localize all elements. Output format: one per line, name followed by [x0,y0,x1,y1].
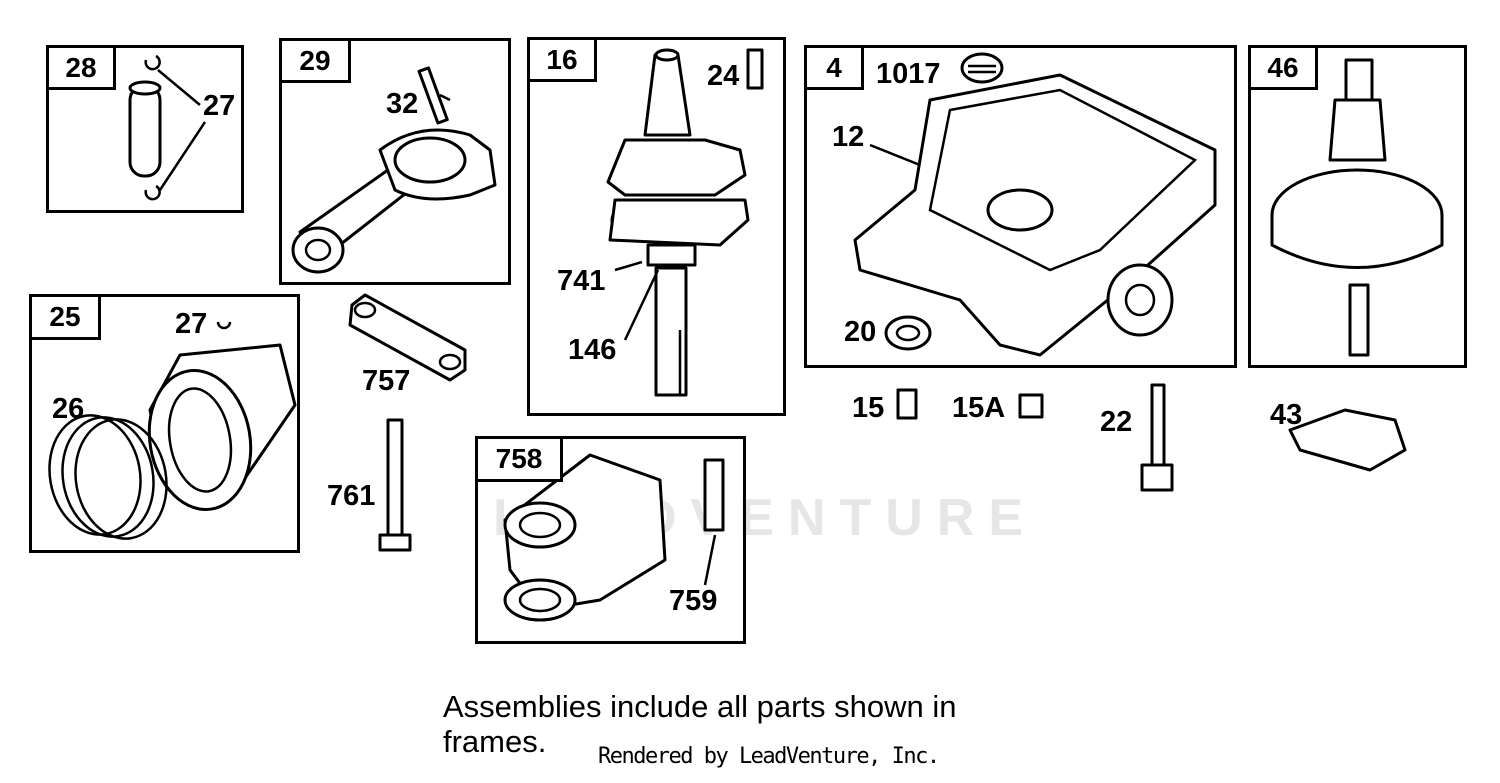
frame-46-tag: 46 [1248,45,1318,90]
frame-16: 16 [527,37,786,416]
part-label-32: 32 [386,88,419,120]
frame-28: 28 [46,45,244,213]
frame-28-tag: 28 [46,45,116,90]
piston-pin-drawing [128,54,207,201]
frame-4: 4 [804,45,1237,368]
part-label-761: 761 [327,480,376,512]
part-label-759: 759 [669,585,718,617]
crankcase-cover-drawing [853,52,1217,357]
frame-29: 29 [279,38,511,285]
part-label-20: 20 [844,316,877,348]
part-label-757: 757 [362,365,411,397]
shoulder-bolt-drawing [378,418,412,552]
part-label-43: 43 [1270,399,1303,431]
part-label-1017: 1017 [876,58,941,90]
assemblies-note: Assemblies include all parts shown in fr… [443,689,957,759]
part-label-741: 741 [557,265,606,297]
part-label-15a: 15A [952,392,1006,424]
part-label-24: 24 [707,60,740,92]
part-label-26: 26 [52,393,85,425]
connecting-rod-drawing [291,66,497,274]
frame-25-tag: 25 [29,294,101,340]
camshaft-drawing [1270,58,1444,357]
part-label-146: 146 [568,334,617,366]
link-rod-drawing [348,293,467,382]
piston-drawing [48,321,297,540]
bracket-drawing [503,453,725,622]
part-label-27-clip: 27 [203,90,236,122]
part-label-15: 15 [852,392,885,424]
frame-46: 46 [1248,45,1467,368]
rendered-by-credit: Rendered by LeadVenture, Inc. [598,744,940,769]
frame-29-tag: 29 [279,38,351,83]
part-label-22: 22 [1100,406,1133,438]
frame-25: 25 [29,294,300,553]
frame-758: 758 [475,436,746,644]
loose-parts-drawing [896,383,1407,492]
frame-4-tag: 4 [804,45,864,90]
part-label-27-ring: 27 [175,308,208,340]
frame-758-tag: 758 [475,436,563,482]
part-label-12: 12 [832,121,865,153]
frame-16-tag: 16 [527,37,597,82]
crankshaft-drawing [606,48,764,397]
